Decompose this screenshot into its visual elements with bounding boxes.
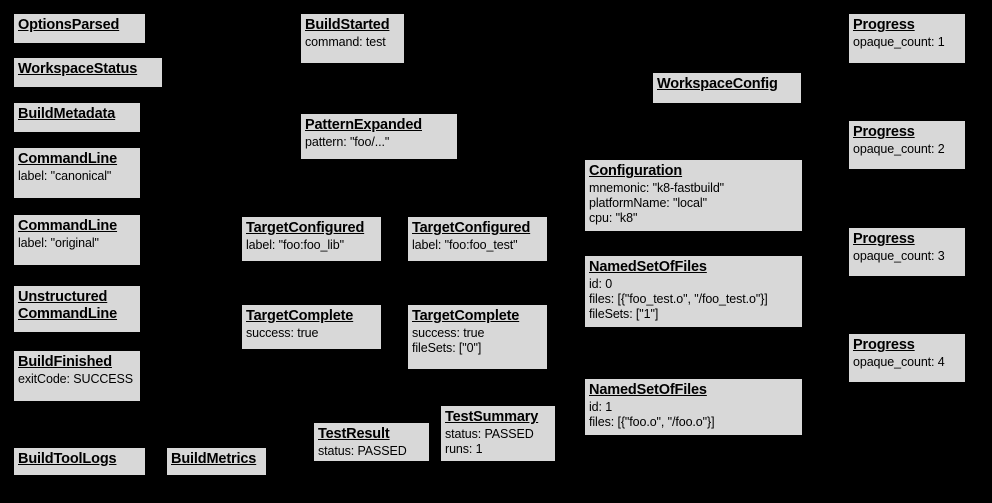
event-node-build-metadata: BuildMetadata: [13, 102, 141, 133]
event-node-fields: opaque_count: 3: [853, 249, 961, 264]
event-node-workspace-status: WorkspaceStatus: [13, 57, 163, 88]
event-node-field: success: true: [246, 326, 319, 341]
event-node-command-line-canonical: CommandLine label: "canonical": [13, 147, 141, 199]
event-node-target-complete-foo-lib: TargetComplete success: true: [241, 304, 382, 350]
event-node-field: opaque_count: 1: [853, 35, 945, 50]
event-node-field: files: [{"foo.o", "/foo.o"}]: [589, 414, 715, 429]
event-node-title: TestResult: [318, 426, 390, 442]
event-node-title: NamedSetOfFiles: [589, 259, 707, 275]
event-node-workspace-config: WorkspaceConfig: [652, 72, 802, 104]
event-node-title: CommandLine: [18, 218, 118, 234]
event-node-title: BuildToolLogs: [18, 451, 117, 467]
event-node-progress-4: Progress opaque_count: 4: [848, 333, 966, 383]
event-node-title: PatternExpanded: [305, 117, 422, 133]
event-node-title: Progress: [853, 337, 915, 353]
event-node-title: TargetConfigured: [412, 220, 531, 236]
event-node-target-configured-foo-lib: TargetConfigured label: "foo:foo_lib": [241, 216, 382, 262]
event-node-fields: success: true: [246, 326, 377, 341]
event-node-fields: exitCode: SUCCESS: [18, 372, 136, 387]
event-node-progress-3: Progress opaque_count: 3: [848, 227, 966, 277]
event-node-field: files: [{"foo_test.o", "/foo_test.o"}]: [589, 291, 768, 306]
event-node-title: TargetConfigured: [246, 220, 365, 236]
event-node-field: opaque_count: 3: [853, 249, 945, 264]
event-node-fields: pattern: "foo/...": [305, 135, 453, 150]
event-node-progress-1: Progress opaque_count: 1: [848, 13, 966, 64]
event-node-field: status: PASSED: [445, 427, 534, 442]
event-node-fields: label: "foo:foo_test": [412, 238, 543, 253]
event-node-field: runs: 1: [445, 441, 483, 456]
event-node-command-line-original: CommandLine label: "original": [13, 214, 141, 266]
event-node-fields: label: "canonical": [18, 169, 136, 184]
event-node-title: WorkspaceConfig: [657, 76, 778, 92]
event-node-title: OptionsParsed: [18, 17, 120, 33]
event-node-title: BuildMetadata: [18, 106, 116, 122]
event-node-field: exitCode: SUCCESS: [18, 372, 134, 387]
event-node-fields: opaque_count: 4: [853, 355, 961, 370]
event-node-title: Configuration: [589, 163, 683, 179]
event-node-fields: label: "foo:foo_lib": [246, 238, 377, 253]
event-node-progress-2: Progress opaque_count: 2: [848, 120, 966, 170]
event-node-field: label: "original": [18, 236, 99, 251]
event-node-field: mnemonic: "k8-fastbuild": [589, 181, 725, 196]
event-node-title: TargetComplete: [246, 308, 354, 324]
event-node-title: BuildFinished: [18, 354, 112, 370]
event-node-unstructured-command-line: Unstructured CommandLine: [13, 285, 141, 333]
event-node-test-result: TestResult status: PASSED: [313, 422, 430, 462]
event-node-options-parsed: OptionsParsed: [13, 13, 146, 44]
event-node-fields: opaque_count: 2: [853, 142, 961, 157]
event-node-title: Unstructured CommandLine: [18, 289, 118, 323]
event-node-field: status: PASSED: [318, 444, 407, 459]
event-node-fields: status: PASSED: [318, 444, 425, 459]
event-node-target-configured-foo-test: TargetConfigured label: "foo:foo_test": [407, 216, 548, 262]
event-node-title: CommandLine: [18, 151, 118, 167]
event-node-title: Progress: [853, 17, 915, 33]
event-node-field: label: "foo:foo_test": [412, 238, 518, 253]
event-node-field: id: 0: [589, 277, 613, 292]
event-node-title: BuildStarted: [305, 17, 390, 33]
event-node-fields: command: test: [305, 35, 400, 50]
event-node-build-finished: BuildFinished exitCode: SUCCESS: [13, 350, 141, 402]
event-node-field: label: "foo:foo_lib": [246, 238, 344, 253]
event-node-field: fileSets: ["0"]: [412, 340, 482, 355]
event-node-build-started: BuildStarted command: test: [300, 13, 405, 64]
event-node-title: TestSummary: [445, 409, 539, 425]
event-node-field: cpu: "k8": [589, 210, 638, 225]
event-node-field: fileSets: ["1"]: [589, 306, 659, 321]
event-node-pattern-expanded: PatternExpanded pattern: "foo/...": [300, 113, 458, 160]
event-node-field: id: 1: [589, 400, 613, 415]
event-node-field: success: true: [412, 326, 485, 341]
event-node-field: command: test: [305, 35, 386, 50]
event-node-fields: label: "original": [18, 236, 136, 251]
event-node-title: Progress: [853, 231, 915, 247]
event-node-build-tool-logs: BuildToolLogs: [13, 447, 146, 476]
event-node-field: label: "canonical": [18, 169, 112, 184]
event-node-title: Progress: [853, 124, 915, 140]
event-node-field: opaque_count: 2: [853, 142, 945, 157]
event-node-title: NamedSetOfFiles: [589, 382, 707, 398]
event-node-configuration: Configuration mnemonic: "k8-fastbuild"pla…: [584, 159, 803, 232]
event-node-field: platformName: "local": [589, 195, 707, 210]
event-node-fields: opaque_count: 1: [853, 35, 961, 50]
event-node-title: TargetComplete: [412, 308, 520, 324]
event-node-field: opaque_count: 4: [853, 355, 945, 370]
event-node-field: pattern: "foo/...": [305, 135, 390, 150]
event-node-build-metrics: BuildMetrics: [166, 447, 267, 476]
event-node-title: WorkspaceStatus: [18, 61, 138, 77]
event-node-fields: mnemonic: "k8-fastbuild"platformName: "l…: [589, 181, 798, 225]
event-node-title: BuildMetrics: [171, 451, 257, 467]
